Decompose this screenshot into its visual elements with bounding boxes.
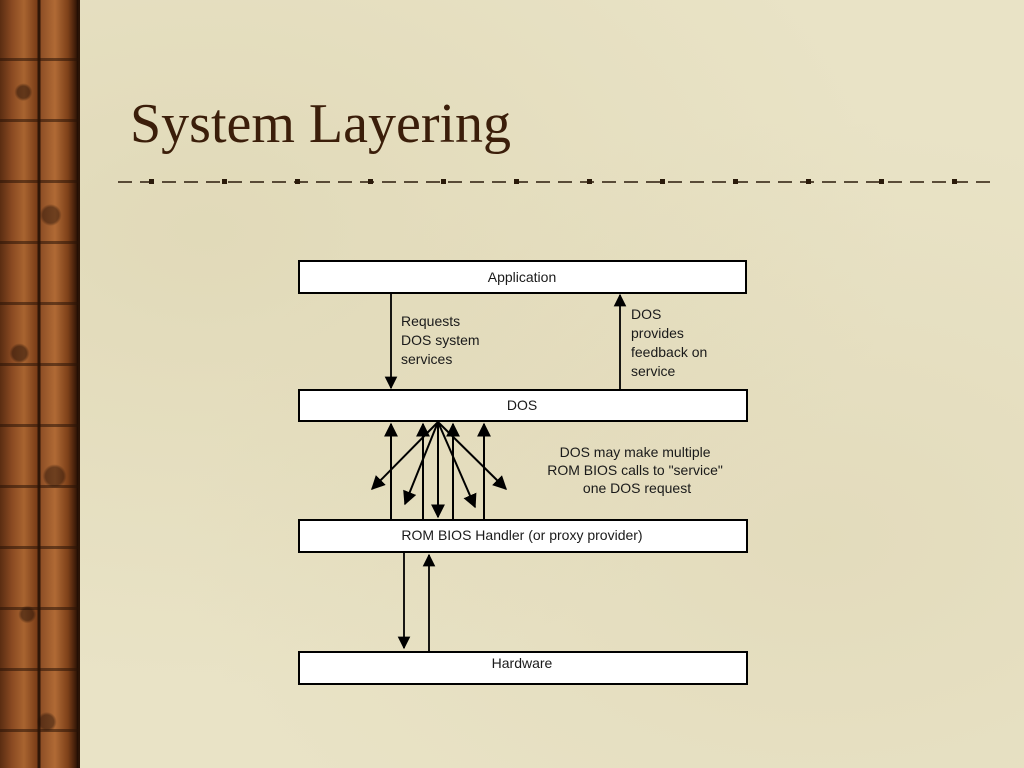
multiple-calls-note: DOS may make multiple ROM BIOS calls to … [547,444,727,496]
hardware-layer-label: Hardware [492,655,553,671]
hardware-layer: Hardware [298,651,748,685]
title-divider [118,179,990,184]
bios-call-arrows [371,421,507,520]
requests-note: Requests DOS system services [401,313,483,367]
bios-layer: ROM BIOS Handler (or proxy provider) [298,519,748,553]
bios-layer-label: ROM BIOS Handler (or proxy provider) [401,527,642,543]
application-layer: Application [298,260,747,294]
wood-sidebar [0,0,80,768]
dos-layer-label: DOS [507,397,537,413]
feedback-note: DOS provides feedback on service [631,306,711,379]
dos-layer: DOS [298,389,748,422]
slide-title: System Layering [130,93,512,155]
application-layer-label: Application [488,269,557,285]
